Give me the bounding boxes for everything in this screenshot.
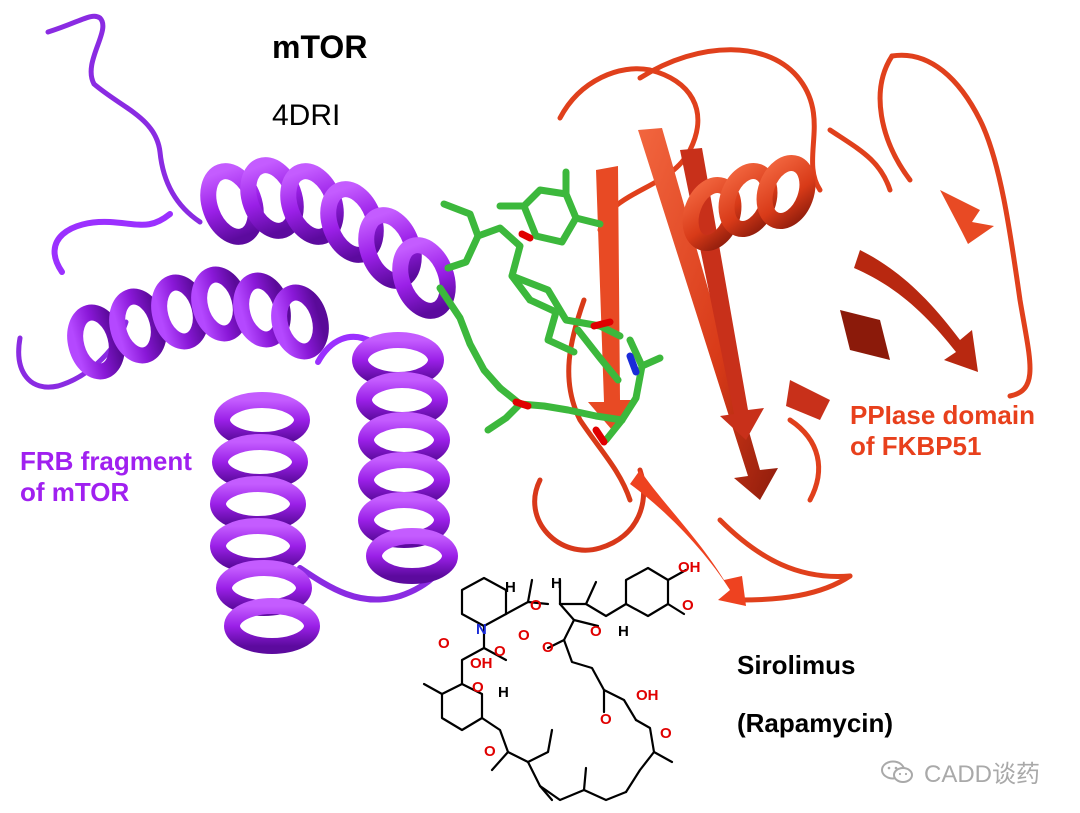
svg-text:O: O [660, 725, 672, 742]
svg-text:OH: OH [678, 559, 701, 576]
svg-text:O: O [530, 597, 542, 614]
svg-text:O: O [484, 743, 496, 760]
svg-text:O: O [518, 627, 530, 644]
drug-name-label: Sirolimus [737, 650, 856, 680]
svg-text:H: H [505, 579, 516, 596]
watermark-text: CADD谈药 [924, 761, 1041, 788]
svg-text:O: O [542, 639, 554, 656]
svg-text:O: O [600, 711, 612, 728]
svg-text:H: H [618, 623, 629, 640]
svg-text:O: O [494, 643, 506, 660]
ligand-heteroatoms [512, 230, 640, 446]
ppiase-ribbon [532, 47, 1033, 606]
svg-text:O: O [438, 635, 450, 652]
svg-text:O: O [682, 597, 694, 614]
ppiase-label-line2: of FKBP51 [850, 431, 982, 462]
sirolimus-ligand-sticks [436, 168, 664, 444]
wechat-icon [881, 760, 913, 783]
sirolimus-skeletal-formula [422, 566, 688, 802]
watermark: CADD谈药 [878, 754, 1040, 789]
pdb-id-label: 4DRI [272, 99, 341, 132]
frb-label-line2: of mTOR [20, 477, 130, 508]
ppiase-label-line1: PPIase domain [850, 400, 1035, 430]
svg-text:N: N [476, 621, 487, 638]
svg-text:OH: OH [470, 655, 493, 672]
svg-text:OH: OH [636, 687, 659, 704]
drug-alias-label: (Rapamycin) [737, 708, 894, 738]
frb-label: FRB fragment of mTOR [20, 446, 192, 508]
title-mtor: mTOR [272, 29, 368, 65]
frb-ribbon [16, 13, 458, 654]
svg-text:H: H [498, 684, 509, 701]
ppiase-label: PPIase domain of FKBP51 [850, 400, 1035, 462]
structure-atom-labels: N H H H H OH OH OH O O O O O O O O O O O [438, 559, 701, 760]
frb-label-line1: FRB fragment [20, 446, 192, 476]
svg-text:H: H [551, 575, 562, 592]
svg-text:O: O [590, 623, 602, 640]
svg-text:O: O [472, 679, 484, 696]
